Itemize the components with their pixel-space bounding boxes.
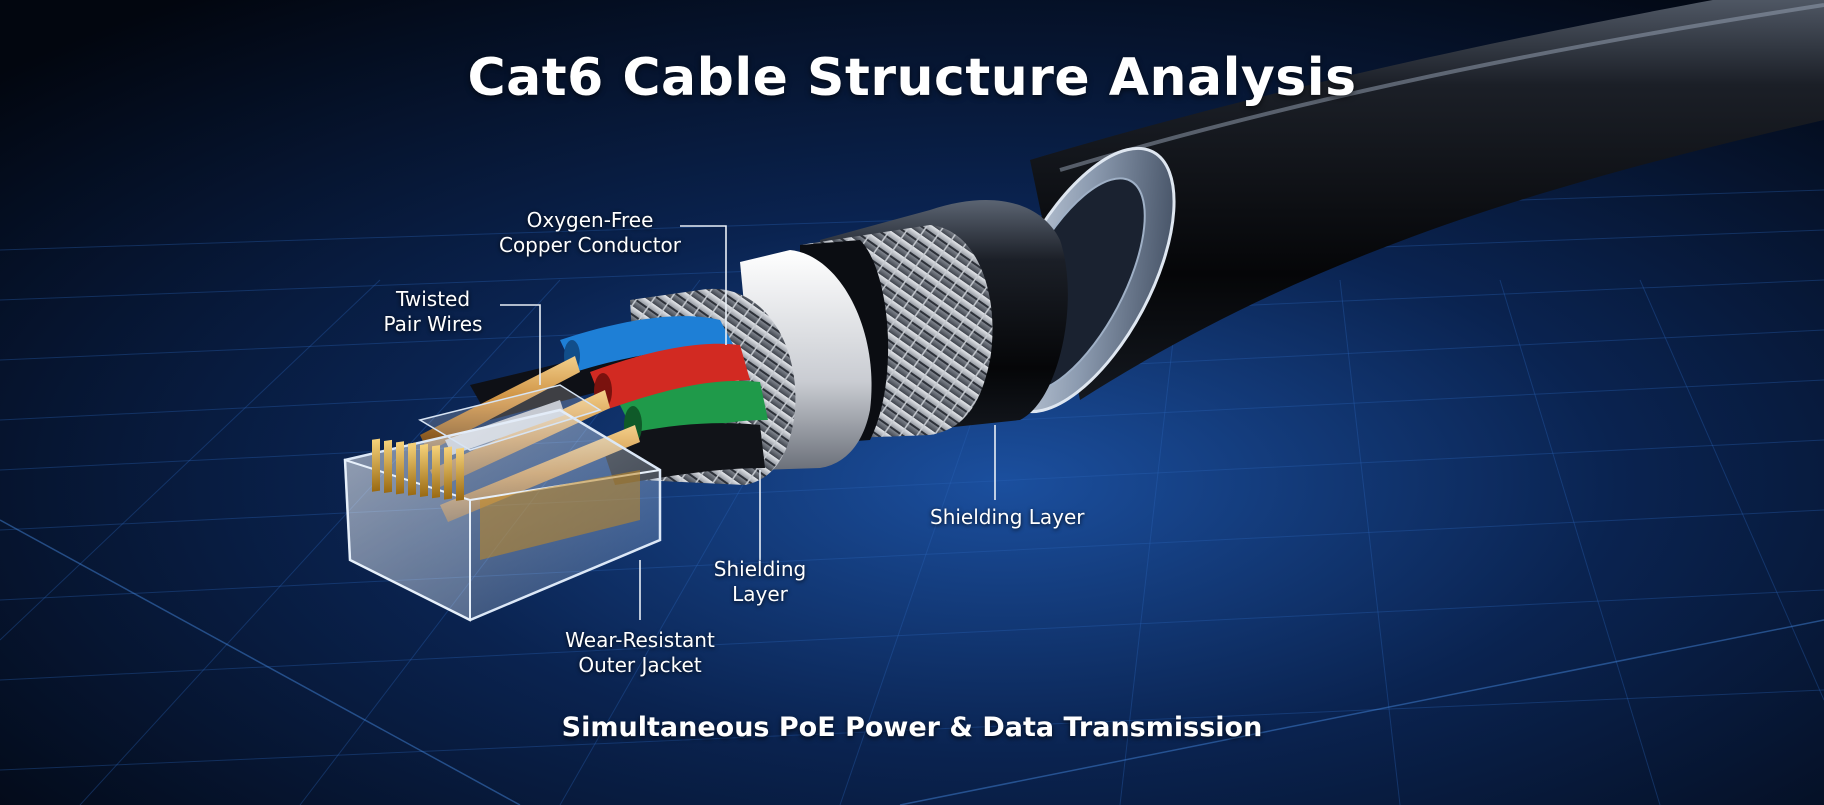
rj45-connector	[343, 384, 662, 622]
callout-text: Layer	[732, 582, 788, 606]
callout-text: Outer Jacket	[578, 653, 702, 677]
callout-text: Oxygen-Free	[526, 208, 654, 232]
callout-lines	[500, 225, 996, 620]
callout-twisted-pair: Twisted Pair Wires	[368, 287, 498, 337]
callout-outer-jacket: Wear-Resistant Outer Jacket	[550, 628, 730, 678]
callout-text: Pair Wires	[383, 312, 483, 336]
callout-shielding-layer-right: Shielding Layer	[930, 505, 1130, 530]
callout-text: Shielding	[713, 557, 807, 581]
outer-jacket-shape	[1030, 0, 1824, 400]
callout-text: Twisted	[395, 287, 471, 311]
callout-text: Wear-Resistant	[565, 628, 715, 652]
callout-text: Shielding Layer	[930, 505, 1085, 529]
page-subtitle: Simultaneous PoE Power & Data Transmissi…	[561, 712, 1263, 743]
callout-oxygen-free-copper: Oxygen-Free Copper Conductor	[490, 208, 690, 258]
callout-shielding-layer-center: Shielding Layer	[690, 557, 830, 607]
page-title: Cat6 Cable Structure Analysis	[467, 48, 1357, 108]
callout-text: Copper Conductor	[498, 233, 682, 257]
